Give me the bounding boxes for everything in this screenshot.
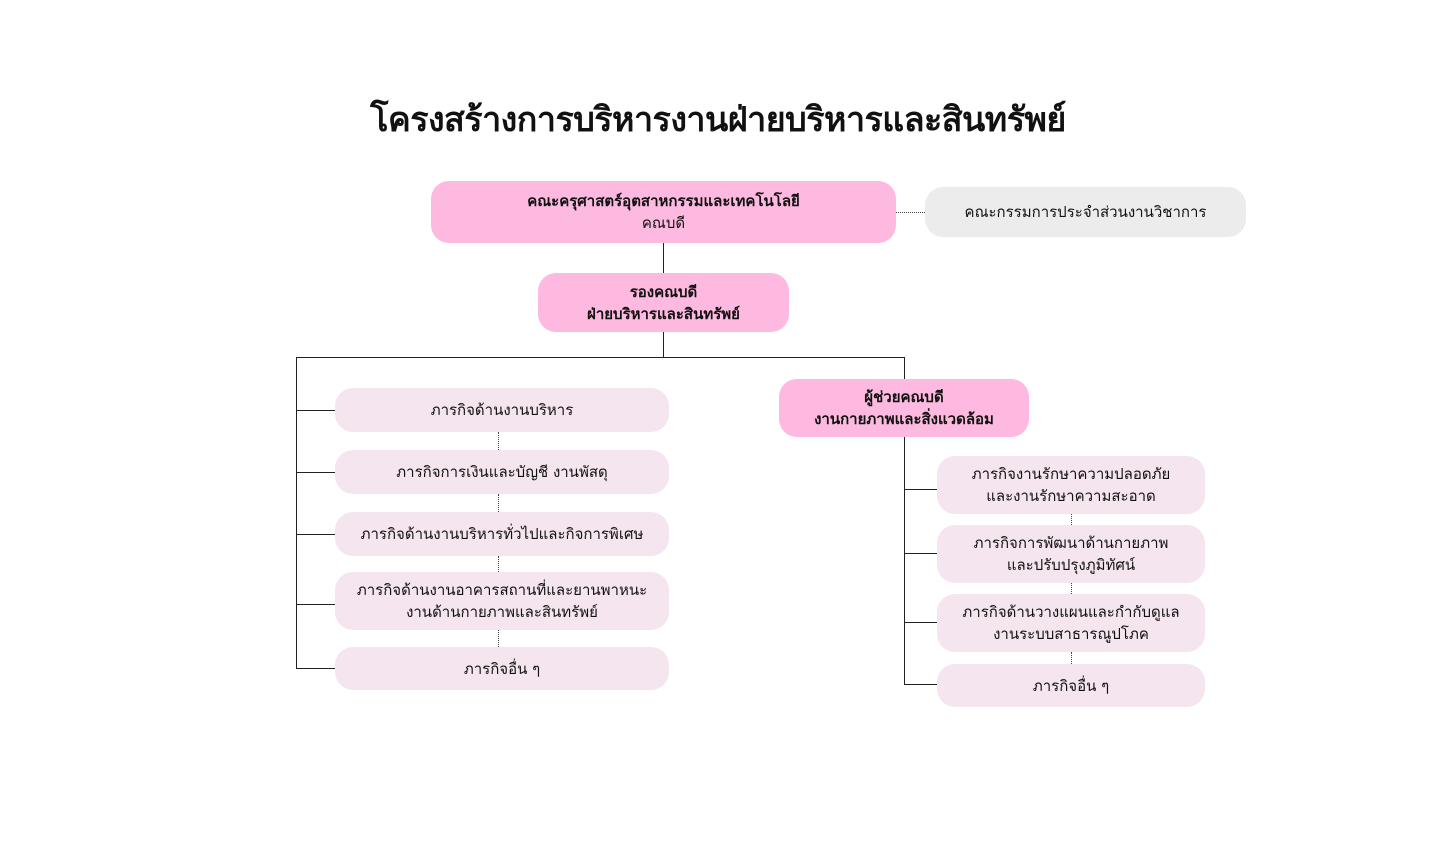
- connector: [663, 243, 664, 274]
- mission-label: ภารกิจด้านวางแผนและกำกับดูแล: [962, 603, 1180, 621]
- mission-label: และงานรักษาความสะอาด: [986, 487, 1156, 505]
- dean-node: คณะครุศาสตร์อุตสาหกรรมและเทคโนโลยี คณบดี: [431, 181, 896, 243]
- dotted-connector: [1071, 583, 1072, 594]
- mission-node: ภารกิจการพัฒนาด้านกายภาพและปรับปรุงภูมิท…: [937, 525, 1205, 583]
- dean-title: คณบดี: [641, 214, 686, 232]
- mission-label: ภารกิจอื่น ๆ: [1032, 676, 1110, 695]
- connector: [296, 357, 297, 669]
- connector: [904, 357, 905, 379]
- connector: [904, 622, 937, 623]
- connector: [296, 472, 335, 473]
- dotted-connector: [498, 630, 499, 647]
- mission-node: ภารกิจด้านวางแผนและกำกับดูแลงานระบบสาธาร…: [937, 594, 1205, 652]
- connector: [663, 332, 664, 357]
- assistant-dean-node: ผู้ช่วยคณบดี งานกายภาพและสิ่งแวดล้อม: [779, 379, 1029, 437]
- connector: [296, 604, 335, 605]
- mission-label: และปรับปรุงภูมิทัศน์: [1006, 556, 1136, 574]
- connector: [904, 553, 937, 554]
- mission-label: งานระบบสาธารณูปโภค: [993, 625, 1149, 643]
- committee-node: คณะกรรมการประจำส่วนงานวิชาการ: [925, 187, 1246, 237]
- mission-label: ภารกิจด้านงานอาคารสถานที่และยานพาหนะ: [356, 581, 648, 599]
- mission-label: ภารกิจด้านงานบริหาร: [430, 401, 574, 419]
- connector: [904, 684, 937, 685]
- mission-label: ภารกิจด้านงานบริหารทั่วไปและกิจการพิเศษ: [360, 525, 644, 543]
- mission-label: ภารกิจการเงินและบัญชี งานพัสดุ: [396, 463, 608, 481]
- mission-label: ภารกิจงานรักษาความปลอดภัย: [971, 465, 1171, 483]
- connector: [296, 534, 335, 535]
- mission-node: ภารกิจด้านงานบริหาร: [335, 388, 669, 432]
- mission-label: งานด้านกายภาพและสินทรัพย์: [406, 603, 598, 621]
- dotted-connector: [1071, 652, 1072, 664]
- dean-faculty: คณะครุศาสตร์อุตสาหกรรมและเทคโนโลยี: [527, 192, 800, 210]
- connector: [296, 668, 335, 669]
- chart-title: โครงสร้างการบริหารงานฝ่ายบริหารและสินทรั…: [370, 100, 1066, 140]
- mission-node: ภารกิจอื่น ๆ: [335, 647, 669, 690]
- connector: [296, 357, 905, 358]
- advisory-dotted-connector: [896, 212, 925, 213]
- mission-node: ภารกิจงานรักษาความปลอดภัยและงานรักษาความ…: [937, 456, 1205, 514]
- committee-label: คณะกรรมการประจำส่วนงานวิชาการ: [964, 203, 1207, 221]
- vice-dean-division: ฝ่ายบริหารและสินทรัพย์: [587, 304, 740, 323]
- mission-node: ภารกิจการเงินและบัญชี งานพัสดุ: [335, 450, 669, 494]
- dotted-connector: [498, 556, 499, 572]
- dotted-connector: [498, 494, 499, 512]
- connector: [904, 489, 937, 490]
- mission-label: ภารกิจการพัฒนาด้านกายภาพ: [973, 534, 1169, 552]
- mission-node: ภารกิจด้านงานอาคารสถานที่และยานพาหนะงานด…: [335, 572, 669, 630]
- assistant-dean-title: ผู้ช่วยคณบดี: [864, 388, 944, 406]
- connector: [296, 410, 335, 411]
- connector: [904, 437, 905, 685]
- dotted-connector: [498, 432, 499, 450]
- vice-dean-node: รองคณบดี ฝ่ายบริหารและสินทรัพย์: [538, 273, 789, 332]
- mission-node: ภารกิจอื่น ๆ: [937, 664, 1205, 707]
- mission-node: ภารกิจด้านงานบริหารทั่วไปและกิจการพิเศษ: [335, 512, 669, 556]
- assistant-dean-division: งานกายภาพและสิ่งแวดล้อม: [814, 410, 994, 428]
- mission-label: ภารกิจอื่น ๆ: [463, 659, 541, 678]
- dotted-connector: [1071, 514, 1072, 525]
- vice-dean-title: รองคณบดี: [629, 282, 698, 301]
